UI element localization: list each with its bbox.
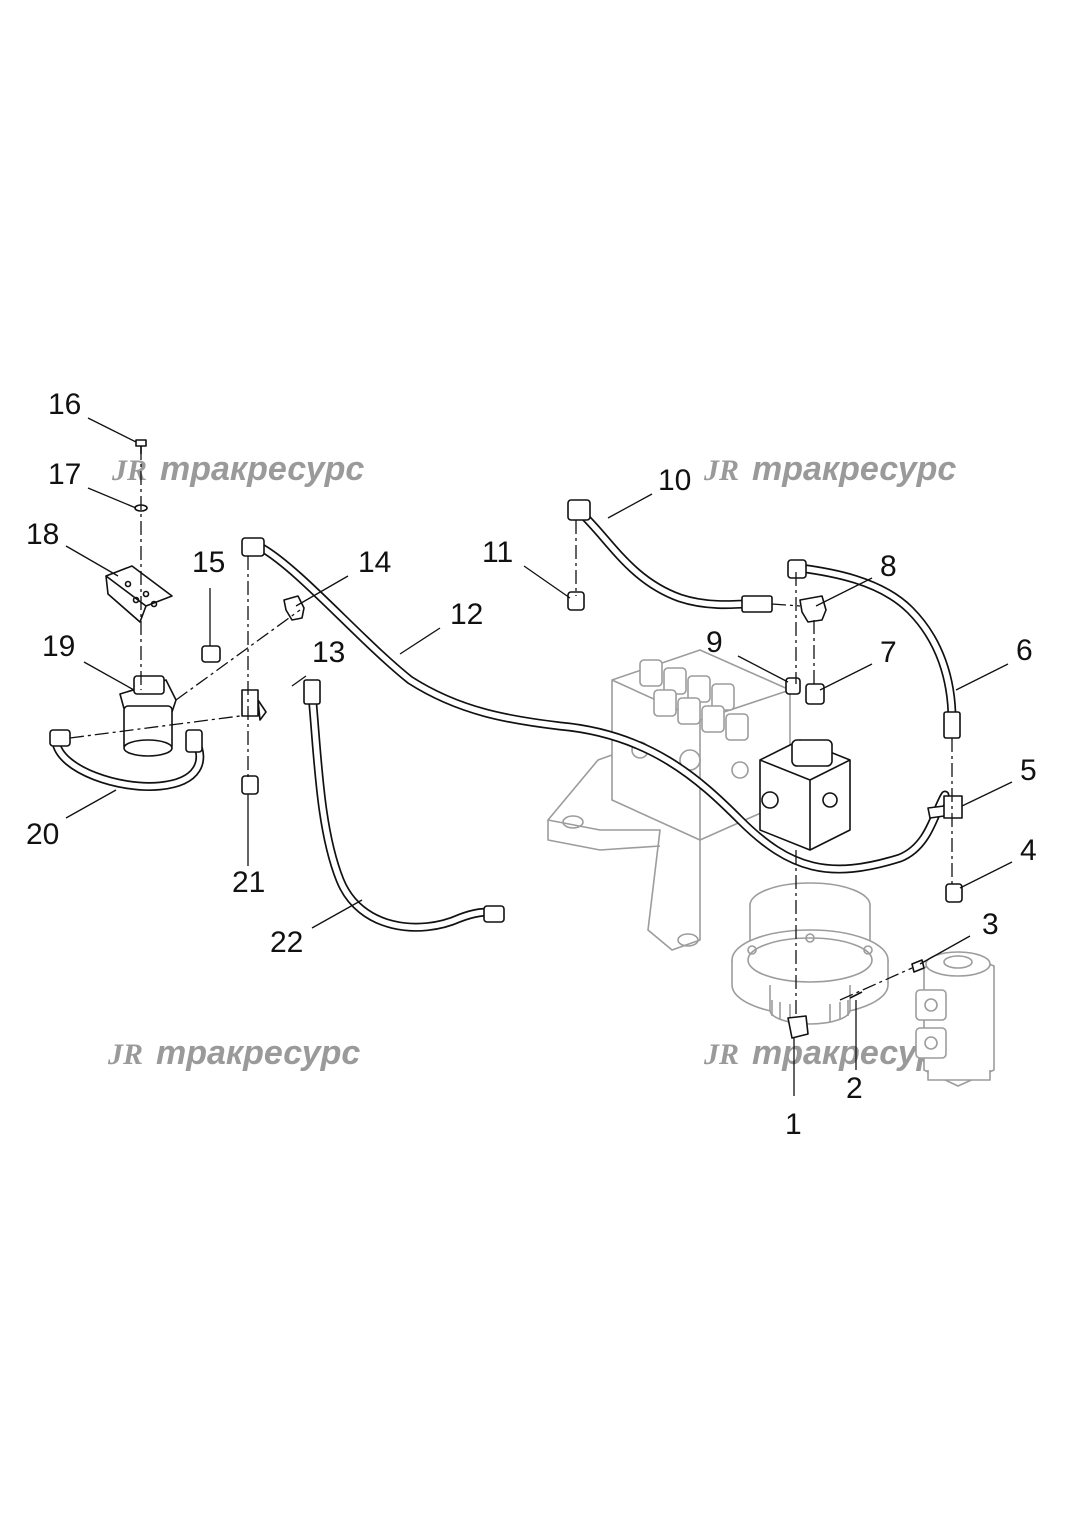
watermark-logo: JR <box>703 454 739 487</box>
elbow-fitting-14 <box>283 595 305 621</box>
callout-8: 8 <box>880 550 897 583</box>
callout-labels: 1 2 3 4 5 6 7 8 9 10 11 12 13 14 15 16 1… <box>26 388 1037 1141</box>
swing-reduction-gear <box>731 882 889 1025</box>
adapter-21 <box>241 775 259 795</box>
hose-6 <box>795 563 957 725</box>
callout-11: 11 <box>482 536 513 569</box>
callout-9: 9 <box>706 626 723 659</box>
watermark-logo: JR <box>703 1038 739 1071</box>
hose-22 <box>307 689 497 932</box>
hose-12 <box>257 543 950 874</box>
adapter-4 <box>945 883 963 903</box>
adapter-9 <box>785 677 801 695</box>
adapter-15 <box>201 645 221 663</box>
hose-end-fittings <box>49 499 961 923</box>
callout-22: 22 <box>270 926 303 959</box>
callout-5: 5 <box>1020 754 1037 787</box>
watermark-text: тракресурс <box>160 450 364 488</box>
callout-3: 3 <box>982 908 999 941</box>
callout-13: 13 <box>312 636 345 669</box>
plug-11 <box>567 591 585 611</box>
elbow-fitting-1 <box>787 1015 809 1039</box>
frame-edge <box>547 820 661 851</box>
callout-15: 15 <box>192 546 225 579</box>
callout-17: 17 <box>48 458 81 491</box>
bracket-18 <box>105 565 173 623</box>
callout-18: 18 <box>26 518 59 551</box>
watermark-top-left: JR тракресурс <box>111 450 364 488</box>
gear-pump <box>915 951 995 1087</box>
solenoid-stack <box>631 659 749 779</box>
callout-2: 2 <box>846 1072 863 1105</box>
callout-21: 21 <box>232 866 265 899</box>
callout-14: 14 <box>358 546 391 579</box>
bracket-holes <box>124 580 158 608</box>
callout-16: 16 <box>48 388 81 421</box>
watermark-logo: JR <box>107 1038 143 1071</box>
adapter-7 <box>805 683 825 705</box>
tee-fitting-13 <box>241 689 267 721</box>
tee-fitting-5 <box>927 795 963 819</box>
swing-motor <box>759 739 851 851</box>
filter-19 <box>119 675 177 757</box>
callout-7: 7 <box>880 636 897 669</box>
hose-20 <box>51 737 205 792</box>
frame-bolt <box>562 815 584 829</box>
callout-1: 1 <box>785 1108 802 1141</box>
fitting-3 <box>911 959 925 973</box>
hose-10 <box>575 507 765 610</box>
frame-bolt <box>677 933 699 947</box>
watermark-text: тракресурс <box>156 1034 360 1072</box>
callout-4: 4 <box>1020 834 1037 867</box>
callout-19: 19 <box>42 630 75 663</box>
bolt-2 <box>849 991 863 999</box>
elbow-fitting-8 <box>799 595 827 623</box>
watermark-bottom-left: JR тракресурс <box>107 1034 360 1072</box>
callout-12: 12 <box>450 598 483 631</box>
watermark-top-right: JR тракресурс <box>703 450 956 488</box>
callout-10: 10 <box>658 464 691 497</box>
control-valve-assembly <box>547 649 889 1025</box>
assembly-axes <box>69 446 953 1018</box>
callout-6: 6 <box>1016 634 1033 667</box>
callout-20: 20 <box>26 818 59 851</box>
watermark-text: тракресурс <box>752 450 956 488</box>
leader-lines <box>65 417 1013 1096</box>
